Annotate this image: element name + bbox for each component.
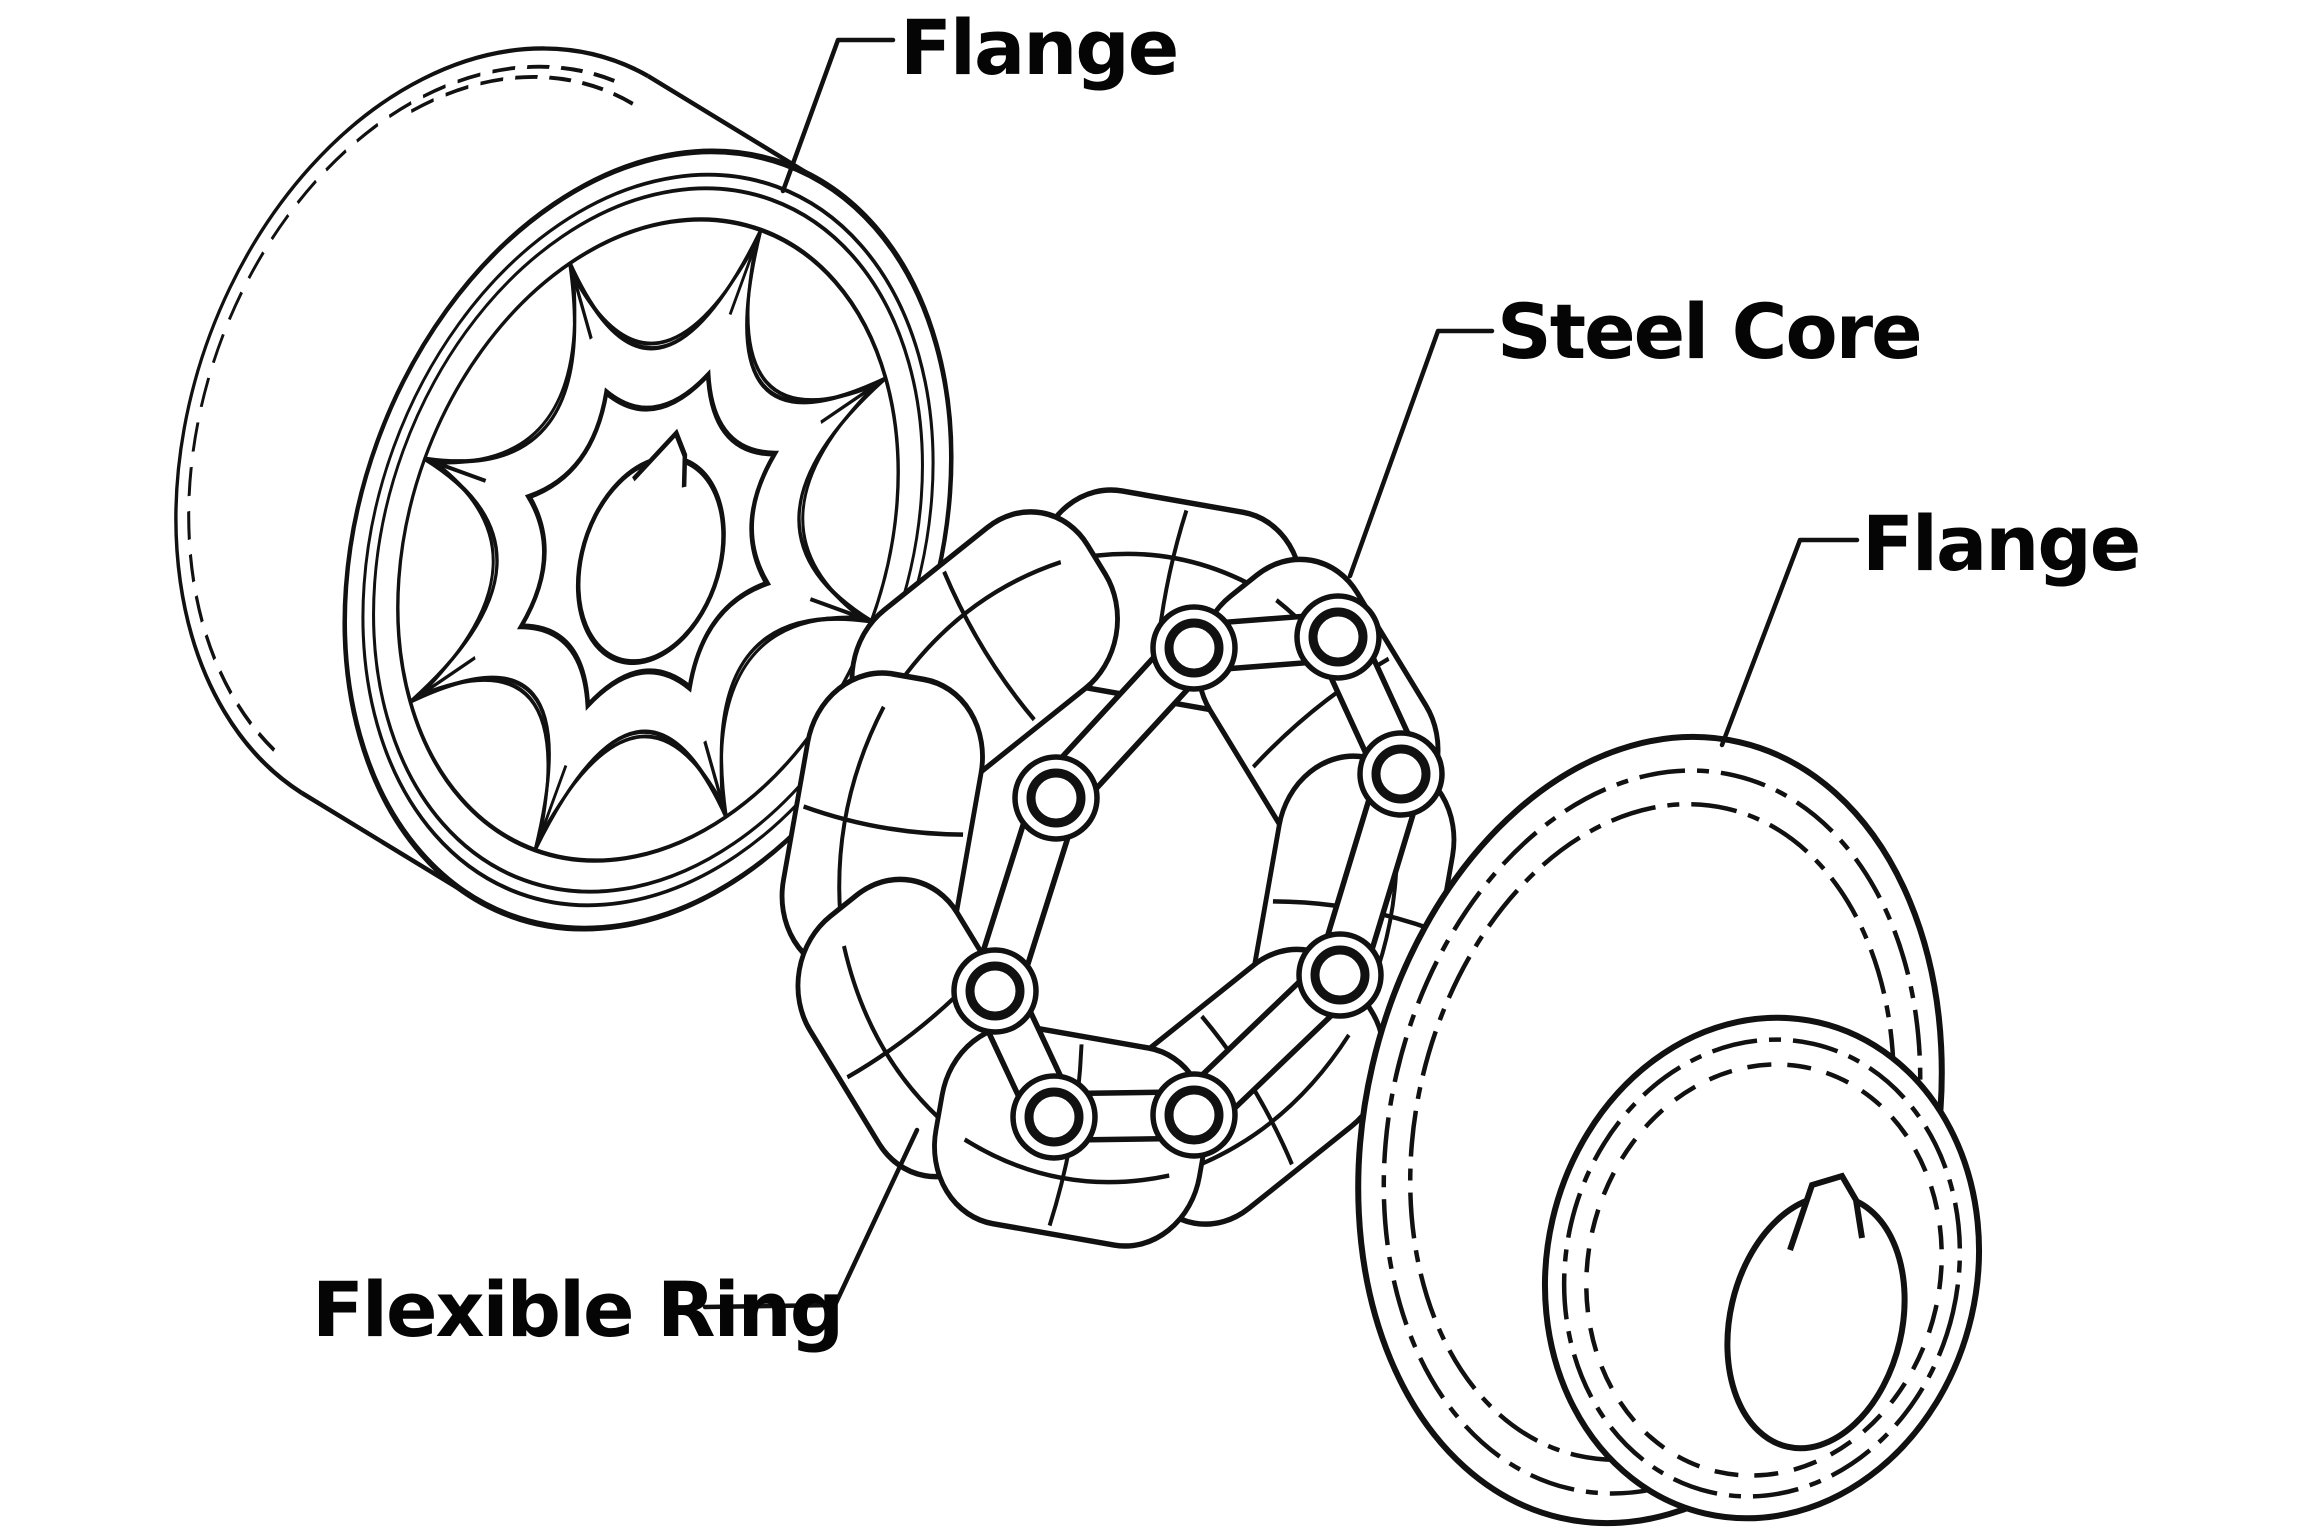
left-flange-pocket-walls: [412, 233, 884, 847]
left-flange-back-rim: [174, 46, 649, 795]
leader-flexible-ring: [702, 1127, 920, 1310]
right-flange-hub-hidden-1: [1561, 1037, 1963, 1499]
label-steel-core: Steel Core: [1497, 287, 1921, 376]
label-flexible-ring: Flexible Ring: [312, 1265, 842, 1354]
left-flange-pocket-ring: [409, 229, 887, 851]
right-flange-keyway: [1787, 1172, 1865, 1251]
right-flange-hub-hidden-2: [1584, 1062, 1944, 1478]
label-flange-right: Flange: [1862, 499, 2139, 588]
label-flange-top: Flange: [900, 3, 1177, 92]
left-flange-keyway: [632, 428, 688, 488]
leader-flange-top: [780, 37, 896, 194]
right-flange-drawing: [1355, 733, 1983, 1527]
left-flange-back-dashed-arc: [187, 64, 619, 752]
left-flange-drawing: [174, 46, 954, 932]
steel-core-drawing: [951, 593, 1445, 1161]
leader-flange-right: [1719, 537, 1860, 748]
steel-core-eyelets: [951, 593, 1445, 1161]
leader-steel-core: [1347, 328, 1495, 579]
left-flange-back-dashed-arc-2: [410, 75, 644, 114]
